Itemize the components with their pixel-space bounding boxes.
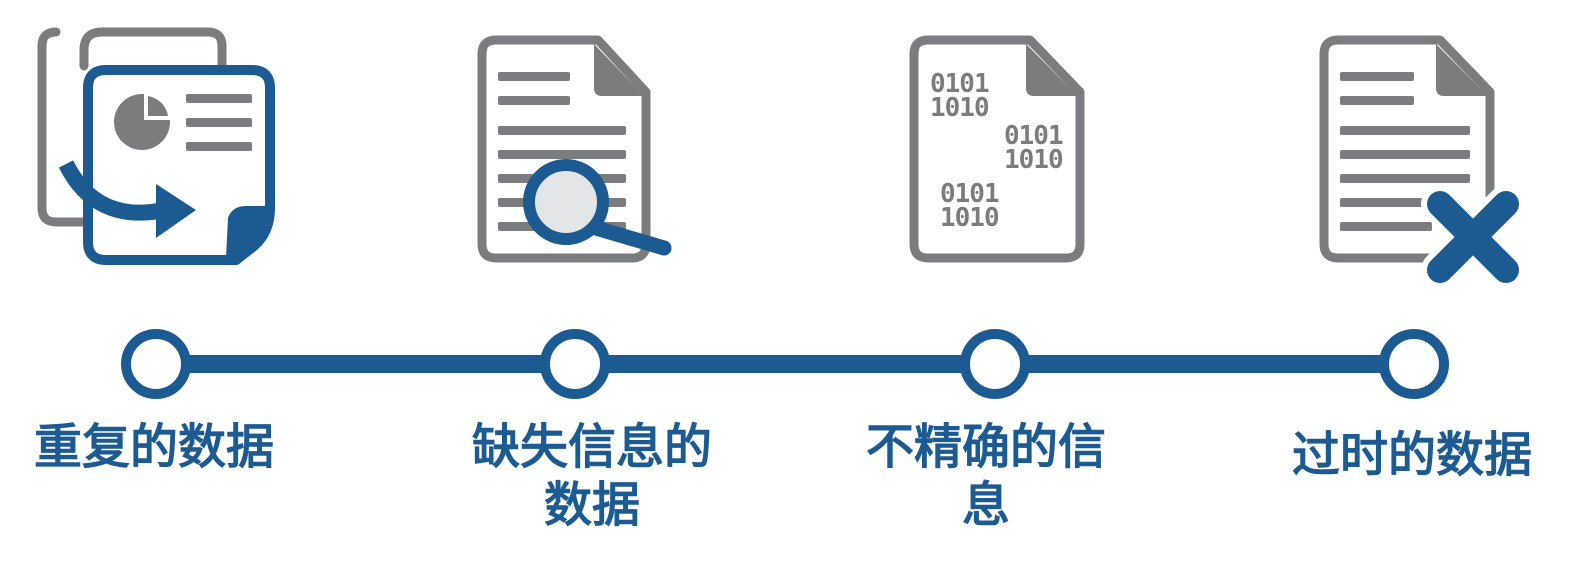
arrow-icon	[58, 160, 166, 221]
timeline-node	[540, 329, 610, 399]
text-line	[186, 142, 252, 151]
magnifier-icon	[523, 159, 672, 256]
text-line	[186, 94, 252, 103]
stage-label-outdated: 过时的数据	[1291, 427, 1532, 483]
page-curl	[226, 206, 268, 258]
binary-text: 1010	[930, 93, 989, 123]
back-document-left	[37, 27, 61, 93]
binary-document-icon: 0101 1010 0101 1010 0101 1010	[909, 35, 1085, 263]
binary-text: 0101	[1004, 121, 1063, 151]
timeline-node	[1379, 329, 1449, 399]
stage-label-missing-info: 缺失信息的 数据	[471, 419, 712, 533]
page-fold	[1026, 44, 1078, 96]
binary-text: 1010	[940, 203, 999, 233]
document-search-icon	[477, 35, 672, 263]
close-icon	[1421, 185, 1525, 289]
binary-text: 0101	[940, 179, 999, 209]
document-delete-icon	[1319, 35, 1525, 289]
page-fold	[1436, 44, 1488, 96]
binary-text: 1010	[1004, 145, 1063, 175]
back-document	[37, 27, 227, 227]
binary-text: 0101	[930, 69, 989, 99]
page-fold	[594, 44, 644, 96]
text-line	[186, 118, 252, 127]
timeline-node	[121, 329, 191, 399]
stage-label-inaccurate: 不精确的信 息	[865, 419, 1106, 533]
stage-label-duplicate: 重复的数据	[33, 419, 274, 475]
duplicate-document-icon	[37, 27, 275, 265]
timeline-node	[960, 329, 1030, 399]
